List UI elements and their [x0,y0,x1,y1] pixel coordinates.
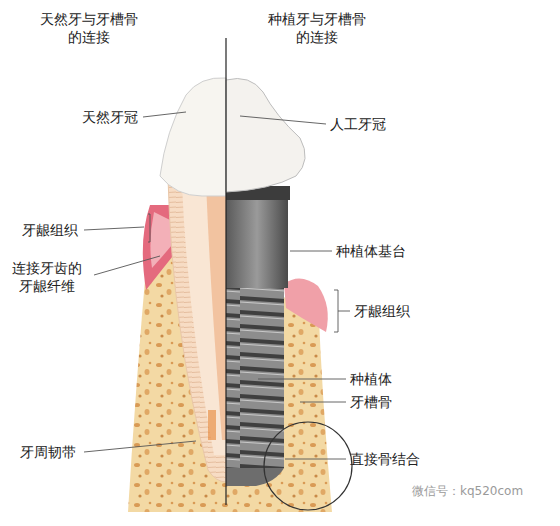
part-label: 种植体基台 [336,242,406,260]
part-label: 牙槽骨 [350,393,392,411]
part-label: 种植体 [350,370,392,388]
part-label: 直接骨结合 [350,450,420,468]
watermark: 微信号：kq520com [412,484,523,500]
part-label: 牙龈组织 [22,221,78,239]
part-label: 牙周韧带 [20,443,76,461]
part-label: 牙龈组织 [354,302,410,320]
part-label: 天然牙冠 [82,108,138,126]
part-label: 连接牙齿的牙龈纤维 [12,259,82,295]
part-label: 人工牙冠 [330,115,386,133]
section-heading: 天然牙与牙槽骨的连接 [40,10,138,46]
section-heading: 种植牙与牙槽骨的连接 [268,10,366,46]
